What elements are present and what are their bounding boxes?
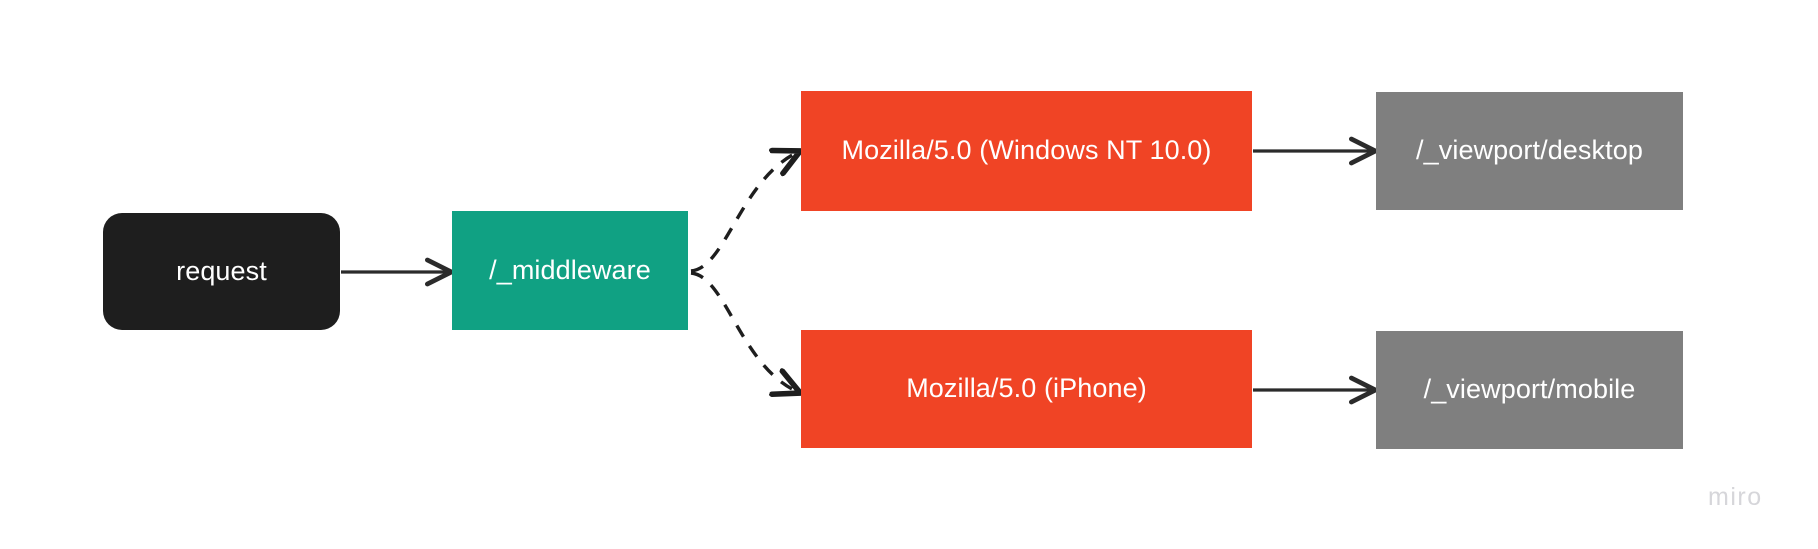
node-viewport-desktop[interactable]: /_viewport/desktop: [1376, 92, 1683, 210]
node-user-agent-desktop[interactable]: Mozilla/5.0 (Windows NT 10.0): [801, 91, 1252, 211]
node-user-agent-desktop-label: Mozilla/5.0 (Windows NT 10.0): [841, 135, 1212, 166]
node-middleware[interactable]: /_middleware: [452, 211, 688, 330]
node-viewport-mobile-label: /_viewport/mobile: [1423, 374, 1636, 405]
node-request-label: request: [176, 255, 267, 286]
node-viewport-mobile[interactable]: /_viewport/mobile: [1376, 331, 1683, 449]
miro-watermark: miro: [1708, 483, 1763, 511]
edge-middleware-to-ua-desktop: [690, 152, 798, 273]
node-middleware-label: /_middleware: [489, 254, 651, 285]
edge-middleware-to-ua-mobile: [690, 271, 798, 392]
node-viewport-desktop-label: /_viewport/desktop: [1416, 135, 1643, 166]
node-user-agent-mobile[interactable]: Mozilla/5.0 (iPhone): [801, 330, 1252, 448]
node-user-agent-mobile-label: Mozilla/5.0 (iPhone): [906, 373, 1147, 404]
node-request[interactable]: request: [103, 213, 340, 330]
